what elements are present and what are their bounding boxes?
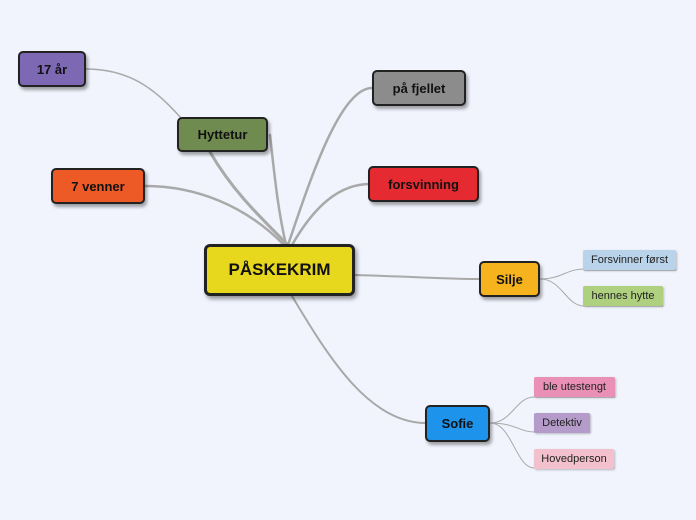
topic-pa-fjellet[interactable]: på fjellet (372, 70, 466, 106)
subtopic-hennes-hytte[interactable]: hennes hytte (583, 286, 663, 306)
topic-forsvinning[interactable]: forsvinning (368, 166, 479, 202)
subtopic-ble-utestengt[interactable]: ble utestengt (534, 377, 615, 397)
subtopic-forsvinner-forst[interactable]: Forsvinner først (583, 250, 676, 270)
topic-7-venner[interactable]: 7 venner (51, 168, 145, 204)
topic-silje[interactable]: Silje (479, 261, 540, 297)
central-topic[interactable]: PÅSKEKRIM (204, 244, 355, 296)
subtopic-hovedperson[interactable]: Hovedperson (534, 449, 614, 469)
topic-sofie[interactable]: Sofie (425, 405, 490, 442)
subtopic-detektiv[interactable]: Detektiv (534, 413, 590, 433)
topic-17-ar[interactable]: 17 år (18, 51, 86, 87)
topic-hyttetur[interactable]: Hyttetur (177, 117, 268, 152)
